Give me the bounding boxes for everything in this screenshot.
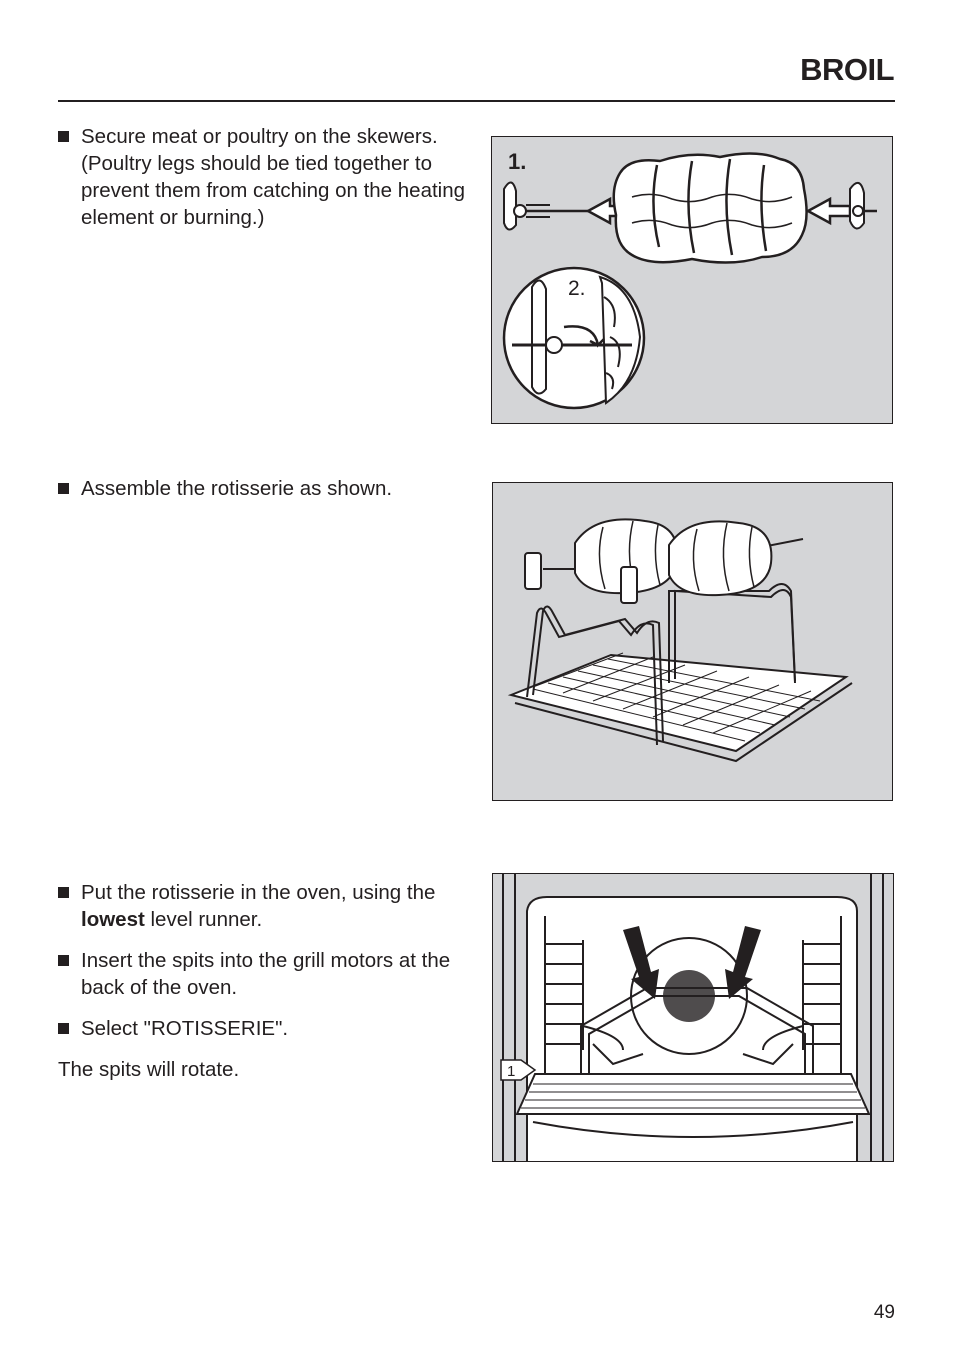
bullet-note: (Poultry legs should be tied together to…: [81, 152, 466, 229]
right-fork-icon: [849, 182, 865, 230]
step-label-1: 1.: [508, 149, 526, 174]
side-runners: [545, 940, 841, 1050]
bullet-square-icon: [58, 483, 69, 494]
section-1-text: Secure meat or poultry on the skewers. (…: [58, 123, 468, 231]
bullet-text-before: Put the rotisserie in the oven, using th…: [81, 881, 436, 904]
runner-label: 1: [500, 1059, 537, 1081]
bullet-text-bold: lowest: [81, 908, 145, 931]
oven-rack: [507, 652, 853, 763]
runner-level-number: 1: [507, 1063, 515, 1080]
figure-oven-interior: 1: [492, 873, 894, 1162]
arrow-right-icon: [805, 196, 852, 226]
figure-rotisserie-assembly: [492, 482, 893, 801]
header-rule: [58, 100, 895, 102]
arrow-down-right-icon: [725, 926, 761, 999]
bullet-square-icon: [58, 955, 69, 966]
bullet-square-icon: [58, 887, 69, 898]
arrow-down-left-icon: [623, 926, 659, 999]
bullet-square-icon: [58, 131, 69, 142]
bullet-item: Insert the spits into the grill motors a…: [58, 947, 468, 1001]
bullet-item: Put the rotisserie in the oven, using th…: [58, 879, 468, 933]
page-title: BROIL: [800, 52, 894, 87]
bullet-item: Assemble the rotisserie as shown.: [58, 475, 468, 502]
section-3-text: Put the rotisserie in the oven, using th…: [58, 879, 468, 1083]
bullet-text: Secure meat or poultry on the skewers.: [81, 125, 438, 148]
rotisserie-frame: [580, 987, 814, 1106]
page-number: 49: [873, 1302, 895, 1323]
meat-roll-icon: [612, 152, 808, 264]
bullet-text: Select "ROTISSERIE".: [81, 1017, 289, 1040]
bullet-text: Assemble the rotisserie as shown.: [81, 477, 393, 500]
oven-rack: [515, 1073, 871, 1138]
meat-roll-right-icon: [668, 520, 773, 597]
bullet-item: Secure meat or poultry on the skewers. (…: [58, 123, 468, 231]
left-fork-icon: [503, 181, 550, 231]
bullet-square-icon: [58, 1023, 69, 1034]
bullet-text: Insert the spits into the grill motors a…: [81, 949, 451, 999]
section-2-text: Assemble the rotisserie as shown.: [58, 475, 468, 502]
step-label-2: 2.: [568, 277, 586, 300]
rotisserie-frame: [526, 583, 796, 746]
figure-skewer-meat: 1.: [491, 136, 893, 424]
bullet-item: Select "ROTISSERIE".: [58, 1015, 468, 1042]
detail-circle: [502, 266, 646, 410]
bullet-text-after: level runner.: [144, 908, 263, 931]
result-note: The spits will rotate.: [58, 1058, 240, 1081]
